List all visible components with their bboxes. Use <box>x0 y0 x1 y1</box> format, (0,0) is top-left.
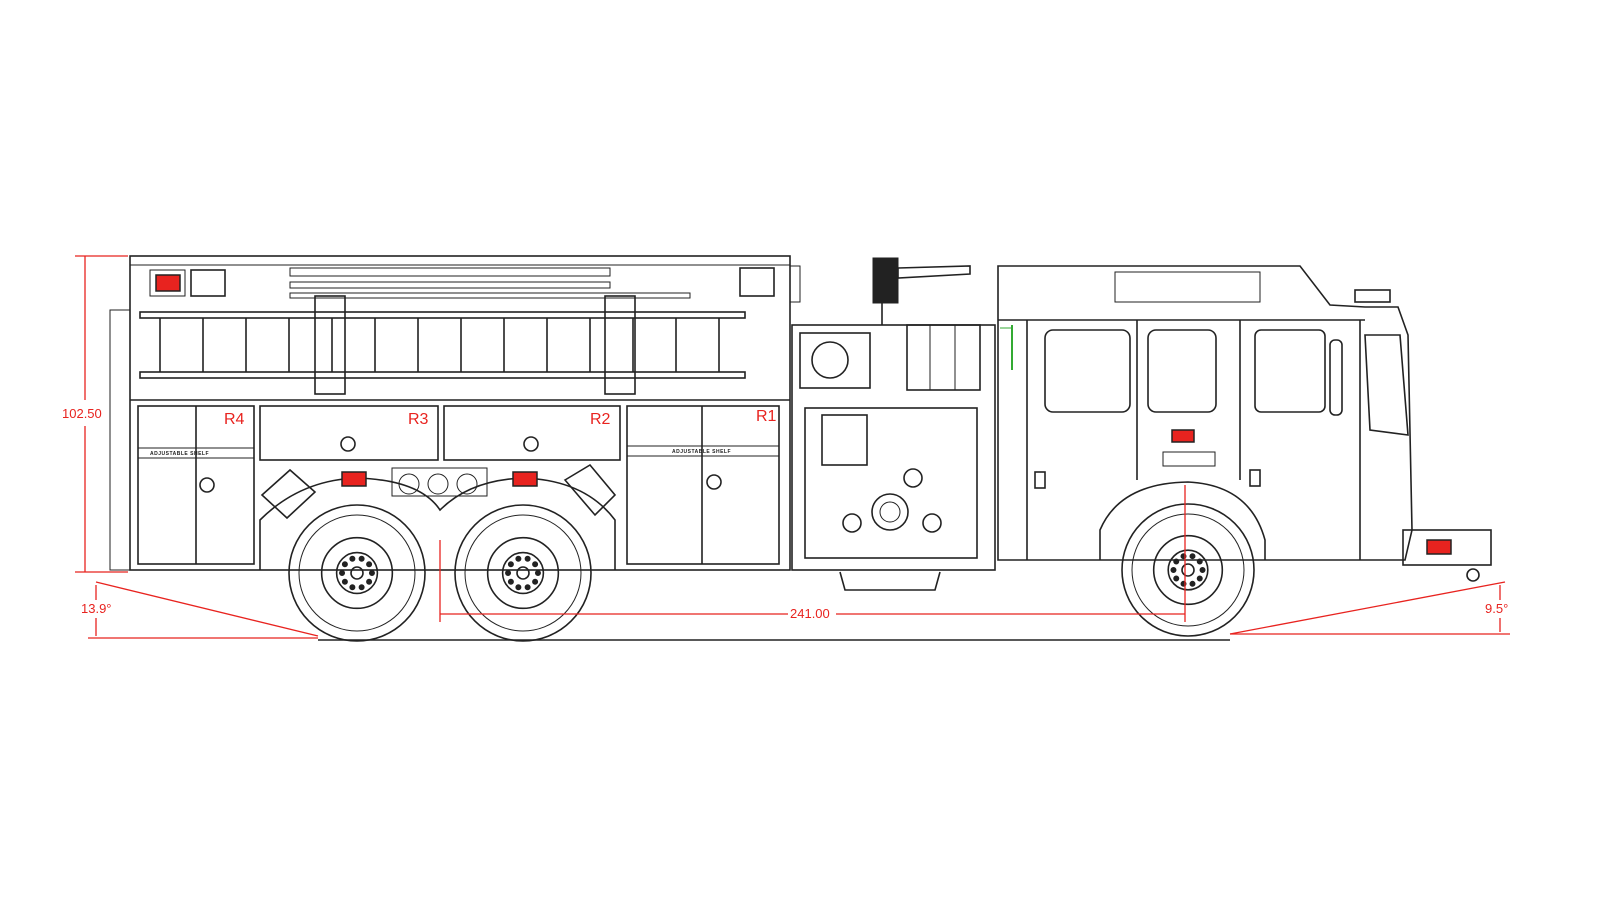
approach-angle-label: 9.5° <box>1485 601 1508 616</box>
compartment-label-r2: R2 <box>590 411 611 428</box>
wheels <box>288 503 1255 642</box>
lug-nut-icon <box>358 555 365 562</box>
compartment-r3[interactable]: R3 <box>259 405 439 461</box>
lug-nut-icon <box>366 578 373 585</box>
shelf-label: ADJUSTABLE SHELF <box>672 449 731 455</box>
lug-nut-icon <box>1196 558 1203 565</box>
door-handle-icon <box>199 477 215 493</box>
door-handle-icon <box>523 436 539 452</box>
mirror <box>1329 339 1343 416</box>
bumper-light <box>1426 539 1452 555</box>
wheelbase-dimension-label: 241.00 <box>790 606 830 621</box>
lug-nut-icon <box>368 570 375 576</box>
compartment-label-r1: R1 <box>756 408 777 425</box>
side-marker-light <box>512 471 538 487</box>
lug-nut-icon <box>505 570 512 576</box>
lug-nut-icon <box>1173 575 1180 582</box>
lug-nut-icon <box>358 584 365 591</box>
side-marker-light <box>341 471 367 487</box>
compartment-label-r4: R4 <box>224 411 245 428</box>
compartment-r1[interactable]: ADJUSTABLE SHELF R1 <box>626 405 780 565</box>
front-bumper <box>1402 529 1492 566</box>
lug-nut-icon <box>1189 553 1196 560</box>
lug-nut-icon <box>1173 558 1180 565</box>
lug-nut-icon <box>532 578 539 585</box>
rear-light-frame <box>149 269 186 297</box>
compartment-r4[interactable]: ADJUSTABLE SHELF R4 <box>137 405 255 565</box>
cab-window <box>1044 329 1131 413</box>
lug-nut-icon <box>1189 580 1196 587</box>
ladder <box>139 295 746 395</box>
lug-nut-icon <box>515 555 522 562</box>
lug-nut-icon <box>349 555 356 562</box>
dimension-lines: 102.50 241.00 13.9° 9.5° <box>62 255 1510 639</box>
lug-nut-icon <box>1196 575 1203 582</box>
lug-nut-icon <box>515 584 522 591</box>
cab <box>997 265 1492 582</box>
cab-window <box>1147 329 1217 413</box>
door-handle-icon <box>340 436 356 452</box>
lug-nut-icon <box>339 570 346 576</box>
door-handle-icon <box>706 474 722 490</box>
wheel <box>1121 503 1255 637</box>
cab-window <box>1254 329 1326 413</box>
deck-gun-icon <box>872 257 899 304</box>
lug-nut-icon <box>341 561 348 568</box>
compartment-label-r3: R3 <box>408 411 429 428</box>
lug-nut-icon <box>366 561 373 568</box>
lug-nut-icon <box>349 584 356 591</box>
lug-nut-icon <box>524 584 531 591</box>
lug-nut-icon <box>341 578 348 585</box>
lug-nut-icon <box>507 561 514 568</box>
pump-panel <box>791 257 996 591</box>
compartment-r2[interactable]: R2 <box>443 405 621 461</box>
lug-nut-icon <box>507 578 514 585</box>
lug-nut-icon <box>524 555 531 562</box>
departure-angle-label: 13.9° <box>81 601 112 616</box>
windshield <box>1364 334 1409 436</box>
cab-marker-light <box>1171 429 1195 443</box>
lug-nut-icon <box>1199 567 1206 573</box>
wheel <box>454 504 592 642</box>
height-dimension-label: 102.50 <box>62 406 102 421</box>
shelf-label: ADJUSTABLE SHELF <box>150 451 209 457</box>
rear-marker-light <box>155 274 181 292</box>
lug-nut-icon <box>534 570 541 576</box>
rear-body <box>109 255 801 571</box>
wheel <box>288 504 426 642</box>
lug-nut-icon <box>532 561 539 568</box>
lug-nut-icon <box>1170 567 1177 573</box>
